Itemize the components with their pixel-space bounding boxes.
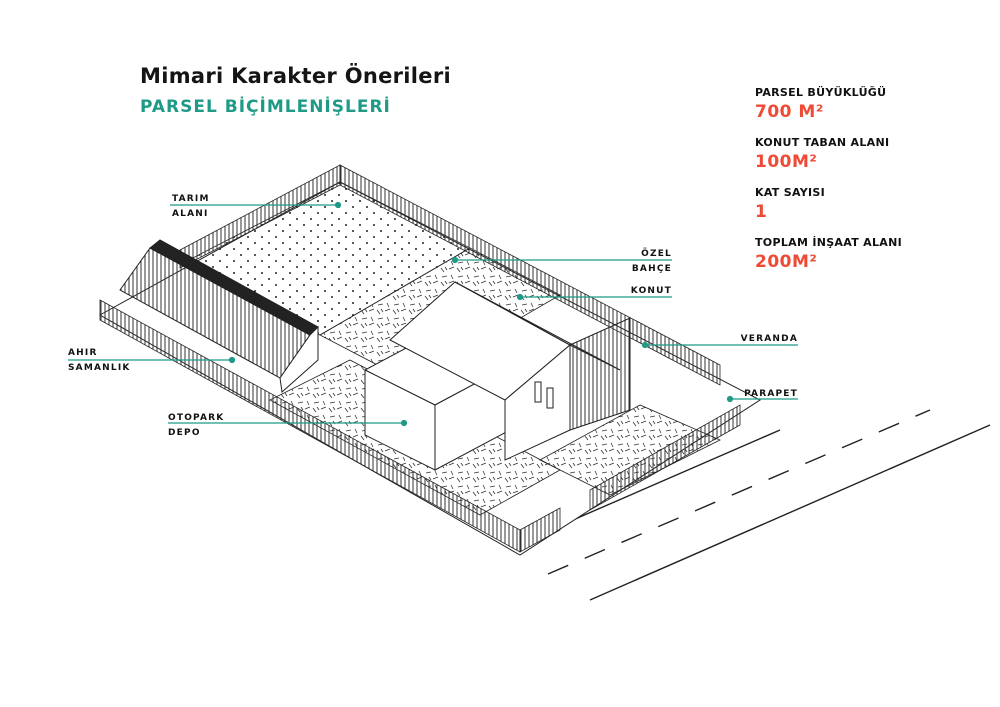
callout-konut: KONUT bbox=[600, 284, 672, 299]
stat-value-kat: 1 bbox=[755, 202, 768, 222]
callout-parapet: PARAPET bbox=[716, 387, 798, 402]
callout-parapet-line1: PARAPET bbox=[744, 389, 798, 399]
fence bbox=[99, 164, 741, 553]
callout-veranda-line1: VERANDA bbox=[740, 334, 798, 344]
callout-tarim: TARIM ALANI bbox=[172, 192, 210, 222]
callout-ozel-line2: BAHÇE bbox=[631, 264, 672, 274]
road-edge-line bbox=[589, 424, 991, 601]
page-title: Mimari Karakter Önerileri bbox=[140, 64, 451, 88]
page-subtitle: PARSEL BİÇİMLENİŞLERİ bbox=[140, 97, 391, 117]
road-center-dashes bbox=[547, 409, 931, 575]
callout-veranda: VERANDA bbox=[716, 332, 798, 347]
callout-tarim-line2: ALANI bbox=[172, 209, 209, 219]
stat-label-parsel: PARSEL BÜYÜKLÜĞÜ bbox=[755, 86, 887, 99]
leader-lines bbox=[68, 201, 798, 427]
stat-label-kat: KAT SAYISI bbox=[755, 186, 825, 199]
callout-ahir-line1: AHIR bbox=[68, 348, 98, 358]
callout-otopark: OTOPARK DEPO bbox=[168, 411, 224, 441]
side-yard-area bbox=[539, 404, 721, 496]
stat-value-konut-taban: 100M² bbox=[755, 152, 818, 172]
house bbox=[389, 281, 631, 461]
callout-konut-line1: KONUT bbox=[630, 286, 672, 296]
callout-ozel: ÖZEL BAHÇE bbox=[600, 247, 672, 277]
callout-ahir-line2: SAMANLIK bbox=[68, 363, 131, 373]
barn bbox=[119, 239, 319, 393]
callout-otopark-line2: DEPO bbox=[168, 428, 201, 438]
stat-value-toplam: 200M² bbox=[755, 252, 818, 272]
stat-label-toplam: TOPLAM İNŞAAT ALANI bbox=[755, 236, 902, 249]
stat-value-parsel: 700 M² bbox=[755, 102, 824, 122]
stats-panel: PARSEL BÜYÜKLÜĞÜ 700 M² KONUT TABAN ALAN… bbox=[755, 86, 955, 272]
callout-otopark-line1: OTOPARK bbox=[168, 413, 225, 423]
stat-label-konut-taban: KONUT TABAN ALANI bbox=[755, 136, 890, 149]
callout-ahir: AHIR SAMANLIK bbox=[68, 346, 131, 376]
callout-ozel-line1: ÖZEL bbox=[641, 249, 672, 259]
callout-tarim-line1: TARIM bbox=[172, 194, 210, 204]
